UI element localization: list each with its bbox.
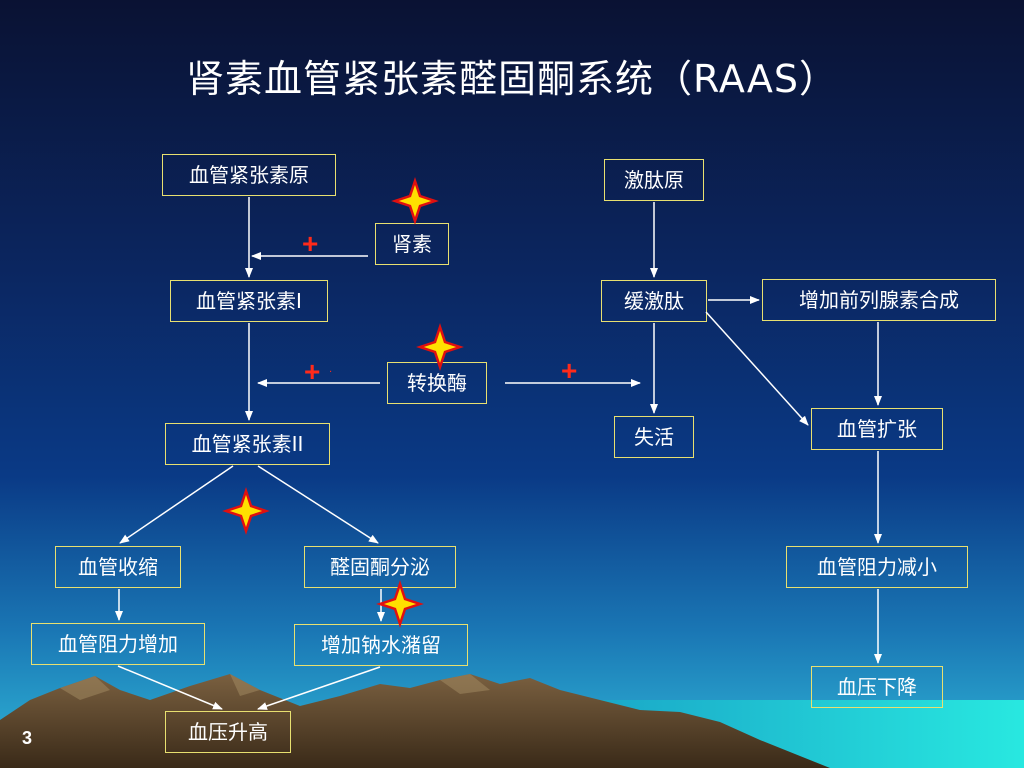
node-renin: 肾素 <box>375 223 449 265</box>
arrow <box>257 666 381 710</box>
star-icon <box>391 177 439 225</box>
plus-sign: + <box>561 355 578 386</box>
node-sodium-water-retention: 增加钠水潴留 <box>294 624 468 666</box>
node-inactivation: 失活 <box>614 416 694 458</box>
plus-sign: + <box>302 228 319 259</box>
node-angiotensinogen: 血管紧张素原 <box>162 154 336 196</box>
node-vasodilation: 血管扩张 <box>811 408 943 450</box>
mountain-range <box>0 674 830 768</box>
arrow <box>705 311 809 426</box>
node-angiotensin-1: 血管紧张素I <box>170 280 328 322</box>
node-prostaglandin-synthesis: 增加前列腺素合成 <box>762 279 996 321</box>
node-bp-fall: 血压下降 <box>811 666 943 708</box>
arrow <box>117 665 223 710</box>
slide-number: 3 <box>22 728 33 748</box>
node-ace: 转换酶 <box>387 362 487 404</box>
page-title: 肾素血管紧张素醛固酮系统（RAAS） <box>185 57 839 101</box>
node-bradykinin: 缓激肽 <box>601 280 707 322</box>
node-vasoconstriction: 血管收缩 <box>55 546 181 588</box>
node-resistance-decrease: 血管阻力减小 <box>786 546 968 588</box>
node-bp-rise: 血压升高 <box>165 711 291 753</box>
star-icon <box>416 323 464 371</box>
arrow <box>119 465 234 544</box>
plus-sign: + <box>304 356 321 387</box>
star-icon <box>376 580 424 628</box>
arrow <box>257 465 379 544</box>
node-resistance-increase: 血管阻力增加 <box>31 623 205 665</box>
node-aldosterone-secretion: 醛固酮分泌 <box>304 546 456 588</box>
dot-mark: · <box>329 367 332 378</box>
star-icon <box>222 487 270 535</box>
node-angiotensin-2: 血管紧张素II <box>165 423 330 465</box>
node-kininogen: 激肽原 <box>604 159 704 201</box>
